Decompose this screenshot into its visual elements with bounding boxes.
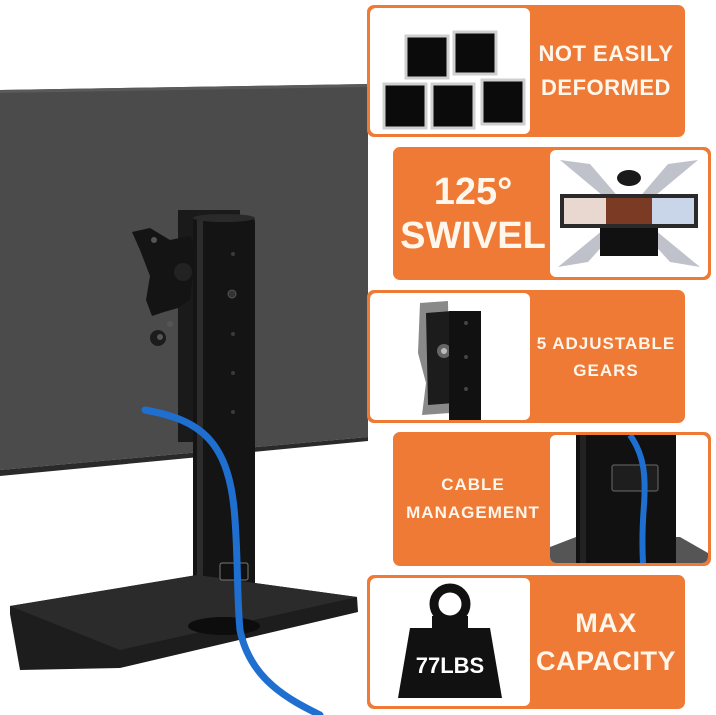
feature-text: 5 ADJUSTABLE GEARS [530,293,682,420]
feature-text: 125° SWIVEL [396,150,550,277]
feature-text: CABLE MANAGEMENT [396,435,550,563]
vesa-bracket-icon [370,293,530,420]
weight-label: 77LBS [415,653,485,678]
feature-panel-deformation: NOT EASILY DEFORMED [367,5,685,137]
feature-line-2: SWIVEL [400,214,546,257]
feature-line-2: CAPACITY [535,646,676,676]
feature-line-1: MAX [575,608,637,638]
weight-icon: 77LBS [370,578,530,706]
stand-pole [193,214,255,629]
vesa-bracket [132,228,196,346]
feature-line-2: GEARS [573,360,639,380]
feature-line-2: MANAGEMENT [406,503,540,522]
feature-line-1: NOT EASILY [538,41,674,66]
feature-text: NOT EASILY DEFORMED [530,8,682,134]
cable-clip-icon [550,435,708,563]
feature-panel-capacity: 77LBS MAX CAPACITY [367,575,685,709]
feature-panel-height: 5 ADJUSTABLE GEARS [367,290,685,423]
square-steel-tubes-icon [370,8,530,134]
feature-panel-swivel: 125° SWIVEL [393,147,711,280]
blue-cable [141,406,324,715]
feature-line-2: DEFORMED [541,75,671,100]
feature-line-1: 5 ADJUSTABLE [536,333,676,353]
stand-base [10,575,358,670]
swivel-monitor-icon [550,150,708,277]
feature-panel-cable: CABLE MANAGEMENT [393,432,711,566]
feature-line-1: CABLE [441,475,505,494]
feature-line-1: 125° [433,170,513,213]
feature-text: MAX CAPACITY [530,578,682,706]
